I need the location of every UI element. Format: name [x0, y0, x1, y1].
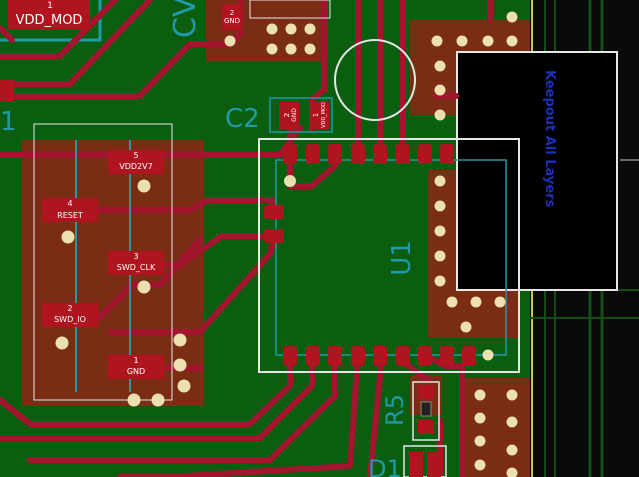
r5-pad-top[interactable] [418, 385, 434, 399]
c2-silk-label: C2 [225, 104, 260, 134]
c2-pad1-name: VDD_MOD [321, 102, 327, 128]
cv-silk-label: CV [168, 0, 203, 38]
u1-top-pads[interactable] [283, 144, 454, 164]
connector-pin5-number: 5 [133, 151, 138, 160]
d1-outline [403, 445, 447, 477]
u1-left-pads[interactable] [264, 205, 284, 243]
connector-pin3-pad[interactable] [108, 251, 164, 275]
d1-pad-right[interactable] [427, 452, 441, 477]
keepout-label: Keepout All Layers [542, 70, 557, 208]
vdd-mod-pad-group [8, 0, 90, 30]
connector-silk-outline [33, 123, 173, 401]
mounting-circle-outline [334, 39, 416, 121]
top-silk-box [249, 0, 331, 19]
connector-pin4-pad[interactable] [42, 198, 98, 222]
connector-pin1-name: GND [127, 367, 145, 376]
u1-inner-outline [275, 159, 507, 356]
connector-pin2-pad[interactable] [42, 303, 98, 327]
u1-bottom-pads[interactable] [283, 346, 476, 366]
keepout-area [456, 51, 618, 291]
copper-traces-2 [433, 0, 493, 99]
u1-silk-label: U1 [387, 240, 417, 276]
c2-pad2-name: GND [291, 108, 298, 122]
connector-pin1-number: 1 [133, 356, 138, 365]
left-partial-silk: 1 [0, 107, 17, 137]
c2-pad2-number: 2 [283, 113, 291, 117]
r5-outline [412, 381, 440, 441]
vdd-mod-pin-number: 1 [47, 1, 53, 11]
left-edge-pad[interactable] [0, 80, 14, 102]
r5-silk-label: R5 [381, 394, 409, 426]
connector-pin4-number: 4 [67, 199, 72, 208]
vdd-mod-pad[interactable] [8, 0, 90, 30]
connector-pin4-name: RESET [57, 211, 83, 220]
vdd-mod-label: VDD_MOD [16, 13, 83, 28]
u1-outline [258, 138, 520, 373]
c2-pad1-number: 1 [312, 113, 320, 117]
c2-pad-1[interactable] [309, 102, 329, 129]
top-gnd-pin-number: 2 [230, 9, 234, 17]
connector-pin2-name: SWD_IO [54, 315, 86, 324]
connector-pin3-number: 3 [133, 252, 138, 261]
r5-pad-bottom[interactable] [418, 420, 434, 434]
via-hole [284, 175, 296, 187]
top-gnd-pad[interactable] [222, 4, 242, 30]
bottom-right-header-holes [474, 389, 518, 477]
d1-pad-left[interactable] [409, 452, 423, 477]
connector-pin3-name: SWD_CLK [117, 263, 156, 272]
connector-pin1-pad[interactable] [108, 355, 164, 379]
connector-holes [55, 179, 191, 407]
c2-silk-outline [269, 97, 333, 133]
d1-silk-label: D1 [368, 455, 402, 477]
top-gnd-label: GND [224, 17, 240, 25]
connector-pin2-number: 2 [67, 304, 72, 313]
r5-body [420, 401, 432, 417]
c2-pad-2[interactable] [279, 102, 299, 129]
connector-pin5-pad[interactable] [108, 150, 164, 174]
right-header-holes [431, 11, 518, 361]
connector-pin5-name: VDD2V7 [119, 162, 152, 171]
top-header-holes [224, 23, 316, 55]
